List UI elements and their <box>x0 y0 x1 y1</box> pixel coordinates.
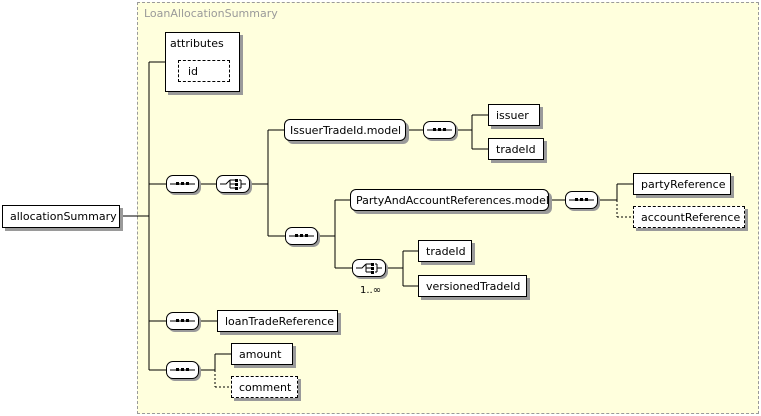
party-sequence-compositor[interactable] <box>565 191 598 209</box>
trade-id-choice-compositor[interactable] <box>352 259 386 277</box>
sequence-icon <box>170 319 195 322</box>
sequence-compositor[interactable] <box>166 175 199 193</box>
element-label: issuer <box>496 108 529 122</box>
loan-trade-sequence-compositor[interactable] <box>166 312 199 330</box>
loan-trade-reference-element[interactable]: loanTradeReference <box>217 310 338 332</box>
choice-compositor[interactable] <box>216 175 250 193</box>
element-label: amount <box>239 347 282 361</box>
element-label: versionedTradeId <box>426 279 521 293</box>
sequence-icon <box>170 182 195 185</box>
issuer-trade-id-model-group[interactable]: IssuerTradeId.model <box>284 119 406 141</box>
issuer-element[interactable]: issuer <box>488 104 540 126</box>
choice-icon <box>220 179 246 190</box>
element-label: tradeId <box>496 142 536 156</box>
amount-element[interactable]: amount <box>231 343 293 365</box>
choice-cardinality: 1..∞ <box>360 285 382 296</box>
choice-trade-id-element[interactable]: tradeId <box>418 240 472 262</box>
sequence-icon <box>289 234 314 237</box>
amount-sequence-compositor[interactable] <box>166 361 199 379</box>
sequence-icon <box>569 198 594 201</box>
attribute-id[interactable]: id <box>178 60 230 82</box>
allocation-summary-element[interactable]: allocationSummary <box>2 205 120 228</box>
attribute-label: id <box>188 64 199 78</box>
model-label: PartyAndAccountReferences.model <box>356 193 549 207</box>
issuer-sequence-compositor[interactable] <box>423 121 456 139</box>
sequence-icon <box>427 128 452 131</box>
trade-id-element[interactable]: tradeId <box>488 138 544 160</box>
choice-icon <box>356 263 382 274</box>
sequence-icon <box>170 368 195 371</box>
model-label: IssuerTradeId.model <box>290 123 402 137</box>
party-and-account-references-model-group[interactable]: PartyAndAccountReferences.model <box>350 189 549 211</box>
element-label: allocationSummary <box>10 210 117 223</box>
element-label: tradeId <box>426 244 466 258</box>
element-label: comment <box>239 380 292 394</box>
group-title: LoanAllocationSummary <box>144 7 278 20</box>
element-label: partyReference <box>641 177 726 191</box>
account-reference-element[interactable]: accountReference <box>633 206 745 228</box>
versioned-trade-id-element[interactable]: versionedTradeId <box>418 275 527 297</box>
comment-element[interactable]: comment <box>231 376 298 398</box>
element-label: accountReference <box>641 210 741 224</box>
references-sequence-compositor[interactable] <box>285 227 318 245</box>
party-reference-element[interactable]: partyReference <box>633 173 731 195</box>
attributes-title: attributes <box>170 37 224 50</box>
element-label: loanTradeReference <box>225 314 335 328</box>
